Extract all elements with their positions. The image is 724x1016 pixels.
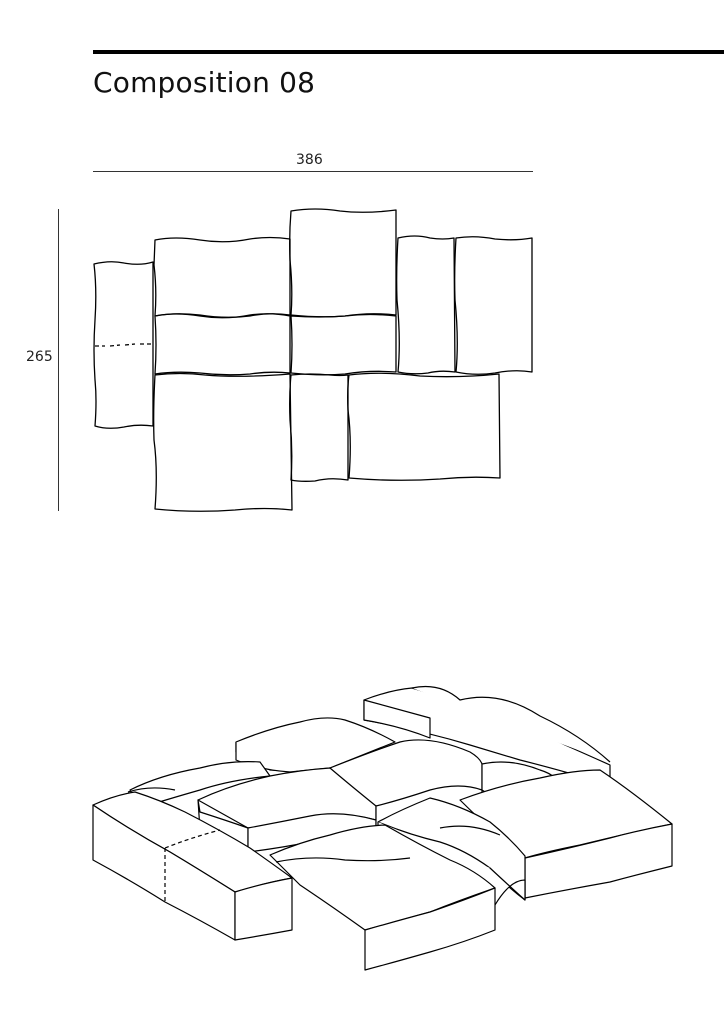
- top-rule: [93, 50, 724, 54]
- plan-module-left: [93, 261, 154, 429]
- width-dimension-line: [93, 171, 533, 172]
- iso-module-back-right: [363, 685, 611, 786]
- plan-module-top-center: [289, 208, 397, 376]
- plan-module-upper-left: [153, 236, 291, 376]
- page-title: Composition 08: [93, 66, 316, 99]
- iso-module-front-square: [269, 824, 496, 971]
- plan-module-bottom-right: [347, 372, 501, 481]
- iso-module-front-right: [459, 769, 673, 899]
- plan-module-right-pair: [396, 235, 533, 375]
- height-dimension-line: [58, 209, 59, 511]
- height-dimension-label: 265: [26, 349, 53, 365]
- plan-module-bottom-left: [153, 372, 293, 512]
- iso-surface-texture: [127, 787, 501, 863]
- plan-module-bottom-center: [289, 373, 349, 482]
- iso-module-front-left: [92, 791, 293, 941]
- width-dimension-label: 386: [296, 152, 323, 168]
